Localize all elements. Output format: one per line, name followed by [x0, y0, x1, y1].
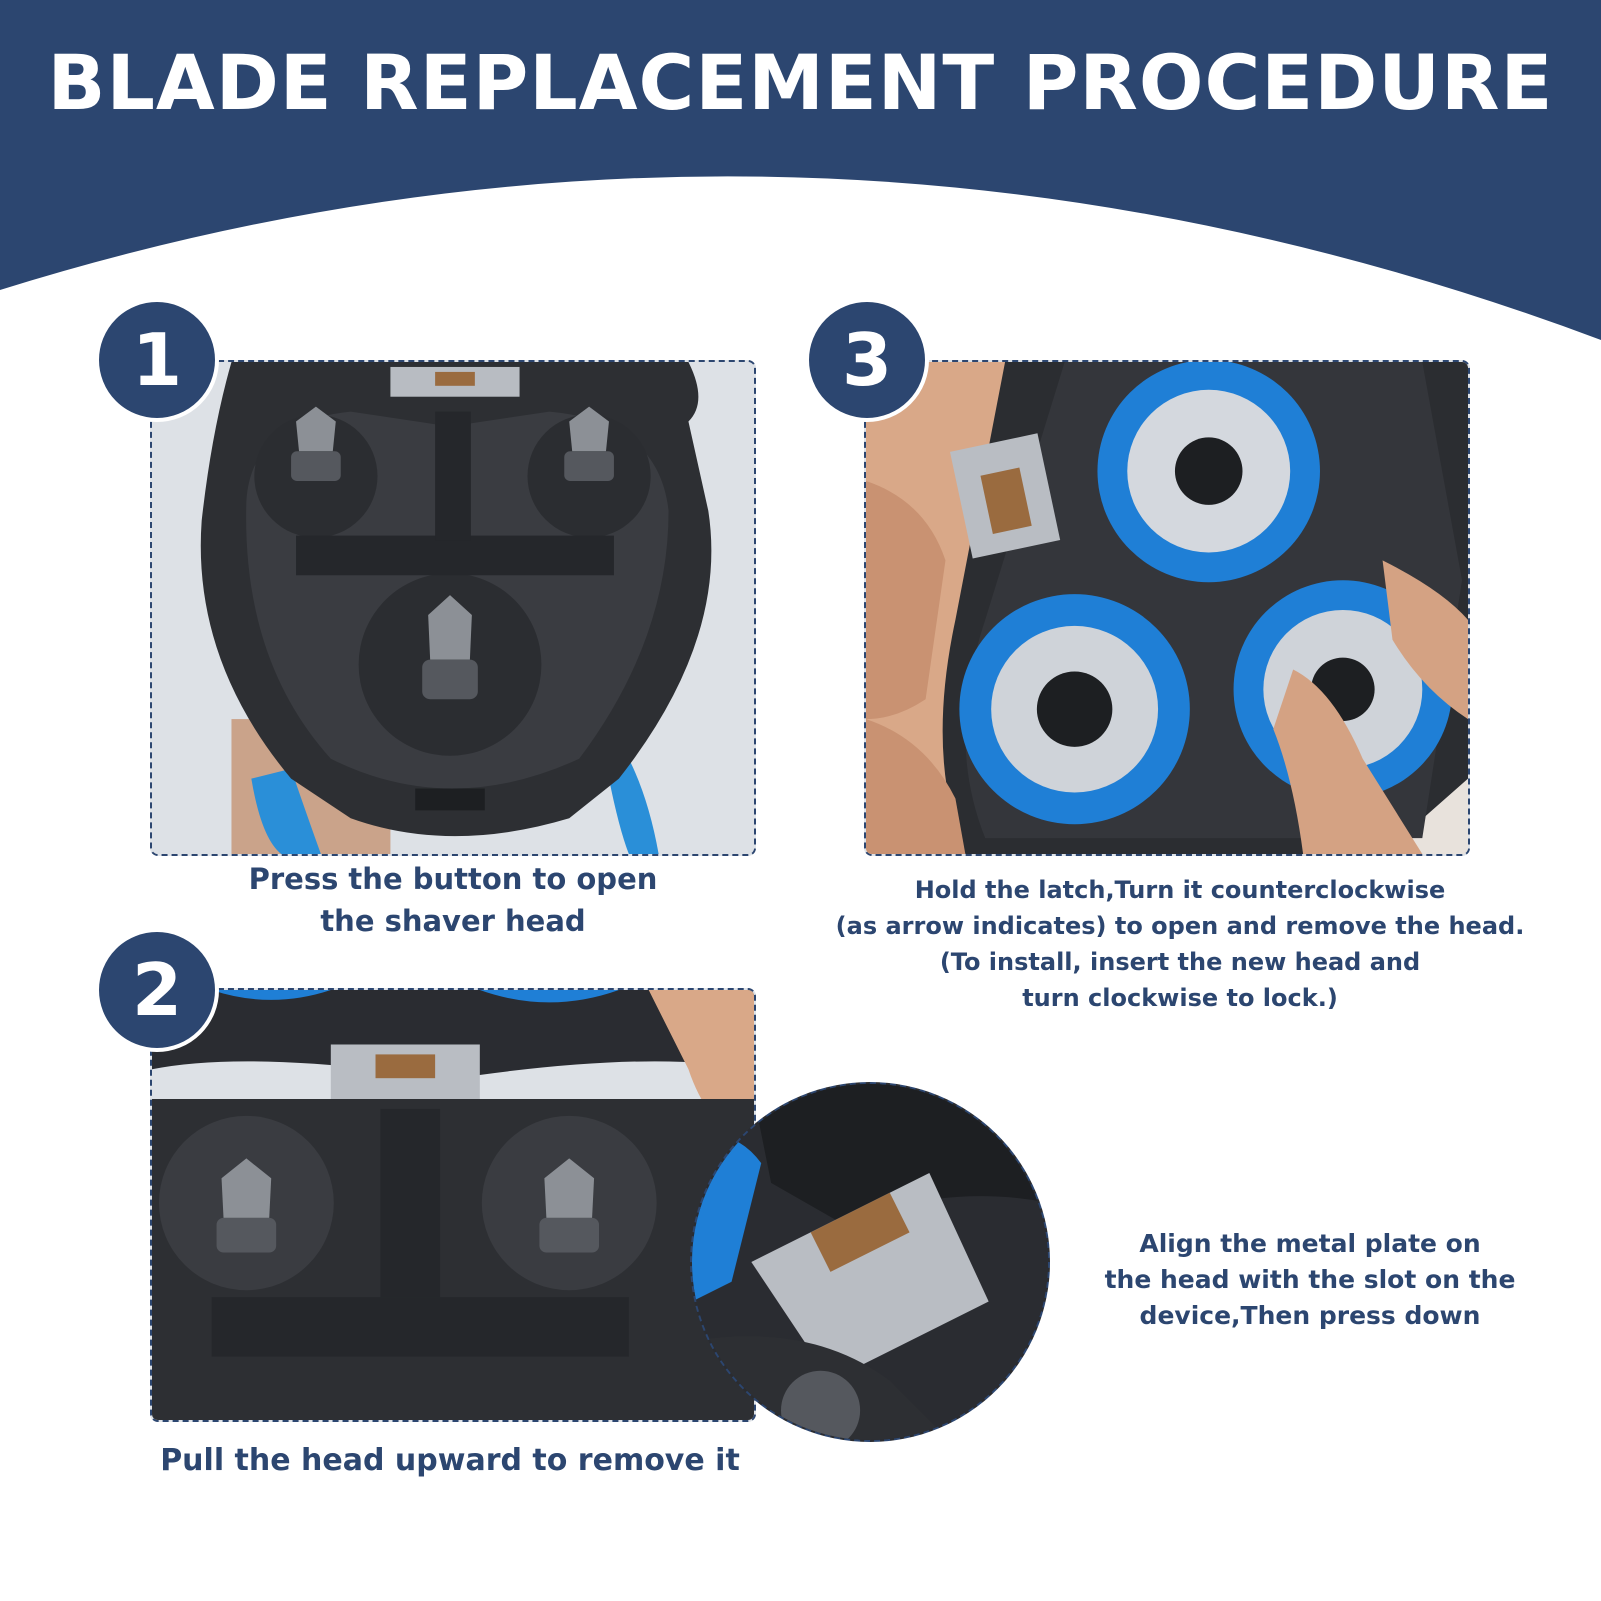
step-1-caption-line: Press the button to open [248, 862, 658, 896]
install-zoom-photo [690, 1082, 1050, 1442]
step-3-caption-line: turn clockwise to lock.) [1022, 984, 1338, 1012]
step-2-badge: 2 [95, 928, 219, 1052]
step-3-badge: 3 [805, 298, 929, 422]
step-1-caption: Press the button to open the shaver head [150, 858, 756, 942]
install-caption-line: the head with the slot on the [1104, 1265, 1516, 1294]
step-3-photo [864, 360, 1470, 856]
step-3-caption-line: (To install, insert the new head and [939, 948, 1421, 976]
install-caption: Align the metal plate on the head with t… [1060, 1226, 1560, 1334]
step-3-caption: Hold the latch,Turn it counterclockwise … [800, 872, 1560, 1016]
step-1-caption-line: the shaver head [320, 904, 586, 938]
step-2-caption-line: Pull the head upward to remove it [160, 1443, 740, 1478]
step-3-caption-line: Hold the latch,Turn it counterclockwise [914, 876, 1446, 904]
step-2-photo [150, 988, 756, 1422]
page-title: BLADE REPLACEMENT PROCEDURE [47, 38, 1554, 127]
step-3-caption-line: (as arrow indicates) to open and remove … [835, 912, 1525, 940]
install-caption-line: device,Then press down [1139, 1301, 1481, 1330]
step-1-badge: 1 [95, 298, 219, 422]
step-2-caption: Pull the head upward to remove it [110, 1440, 790, 1482]
step-1-photo [150, 360, 756, 856]
install-caption-line: Align the metal plate on [1139, 1229, 1481, 1258]
header-band [0, 0, 1601, 340]
